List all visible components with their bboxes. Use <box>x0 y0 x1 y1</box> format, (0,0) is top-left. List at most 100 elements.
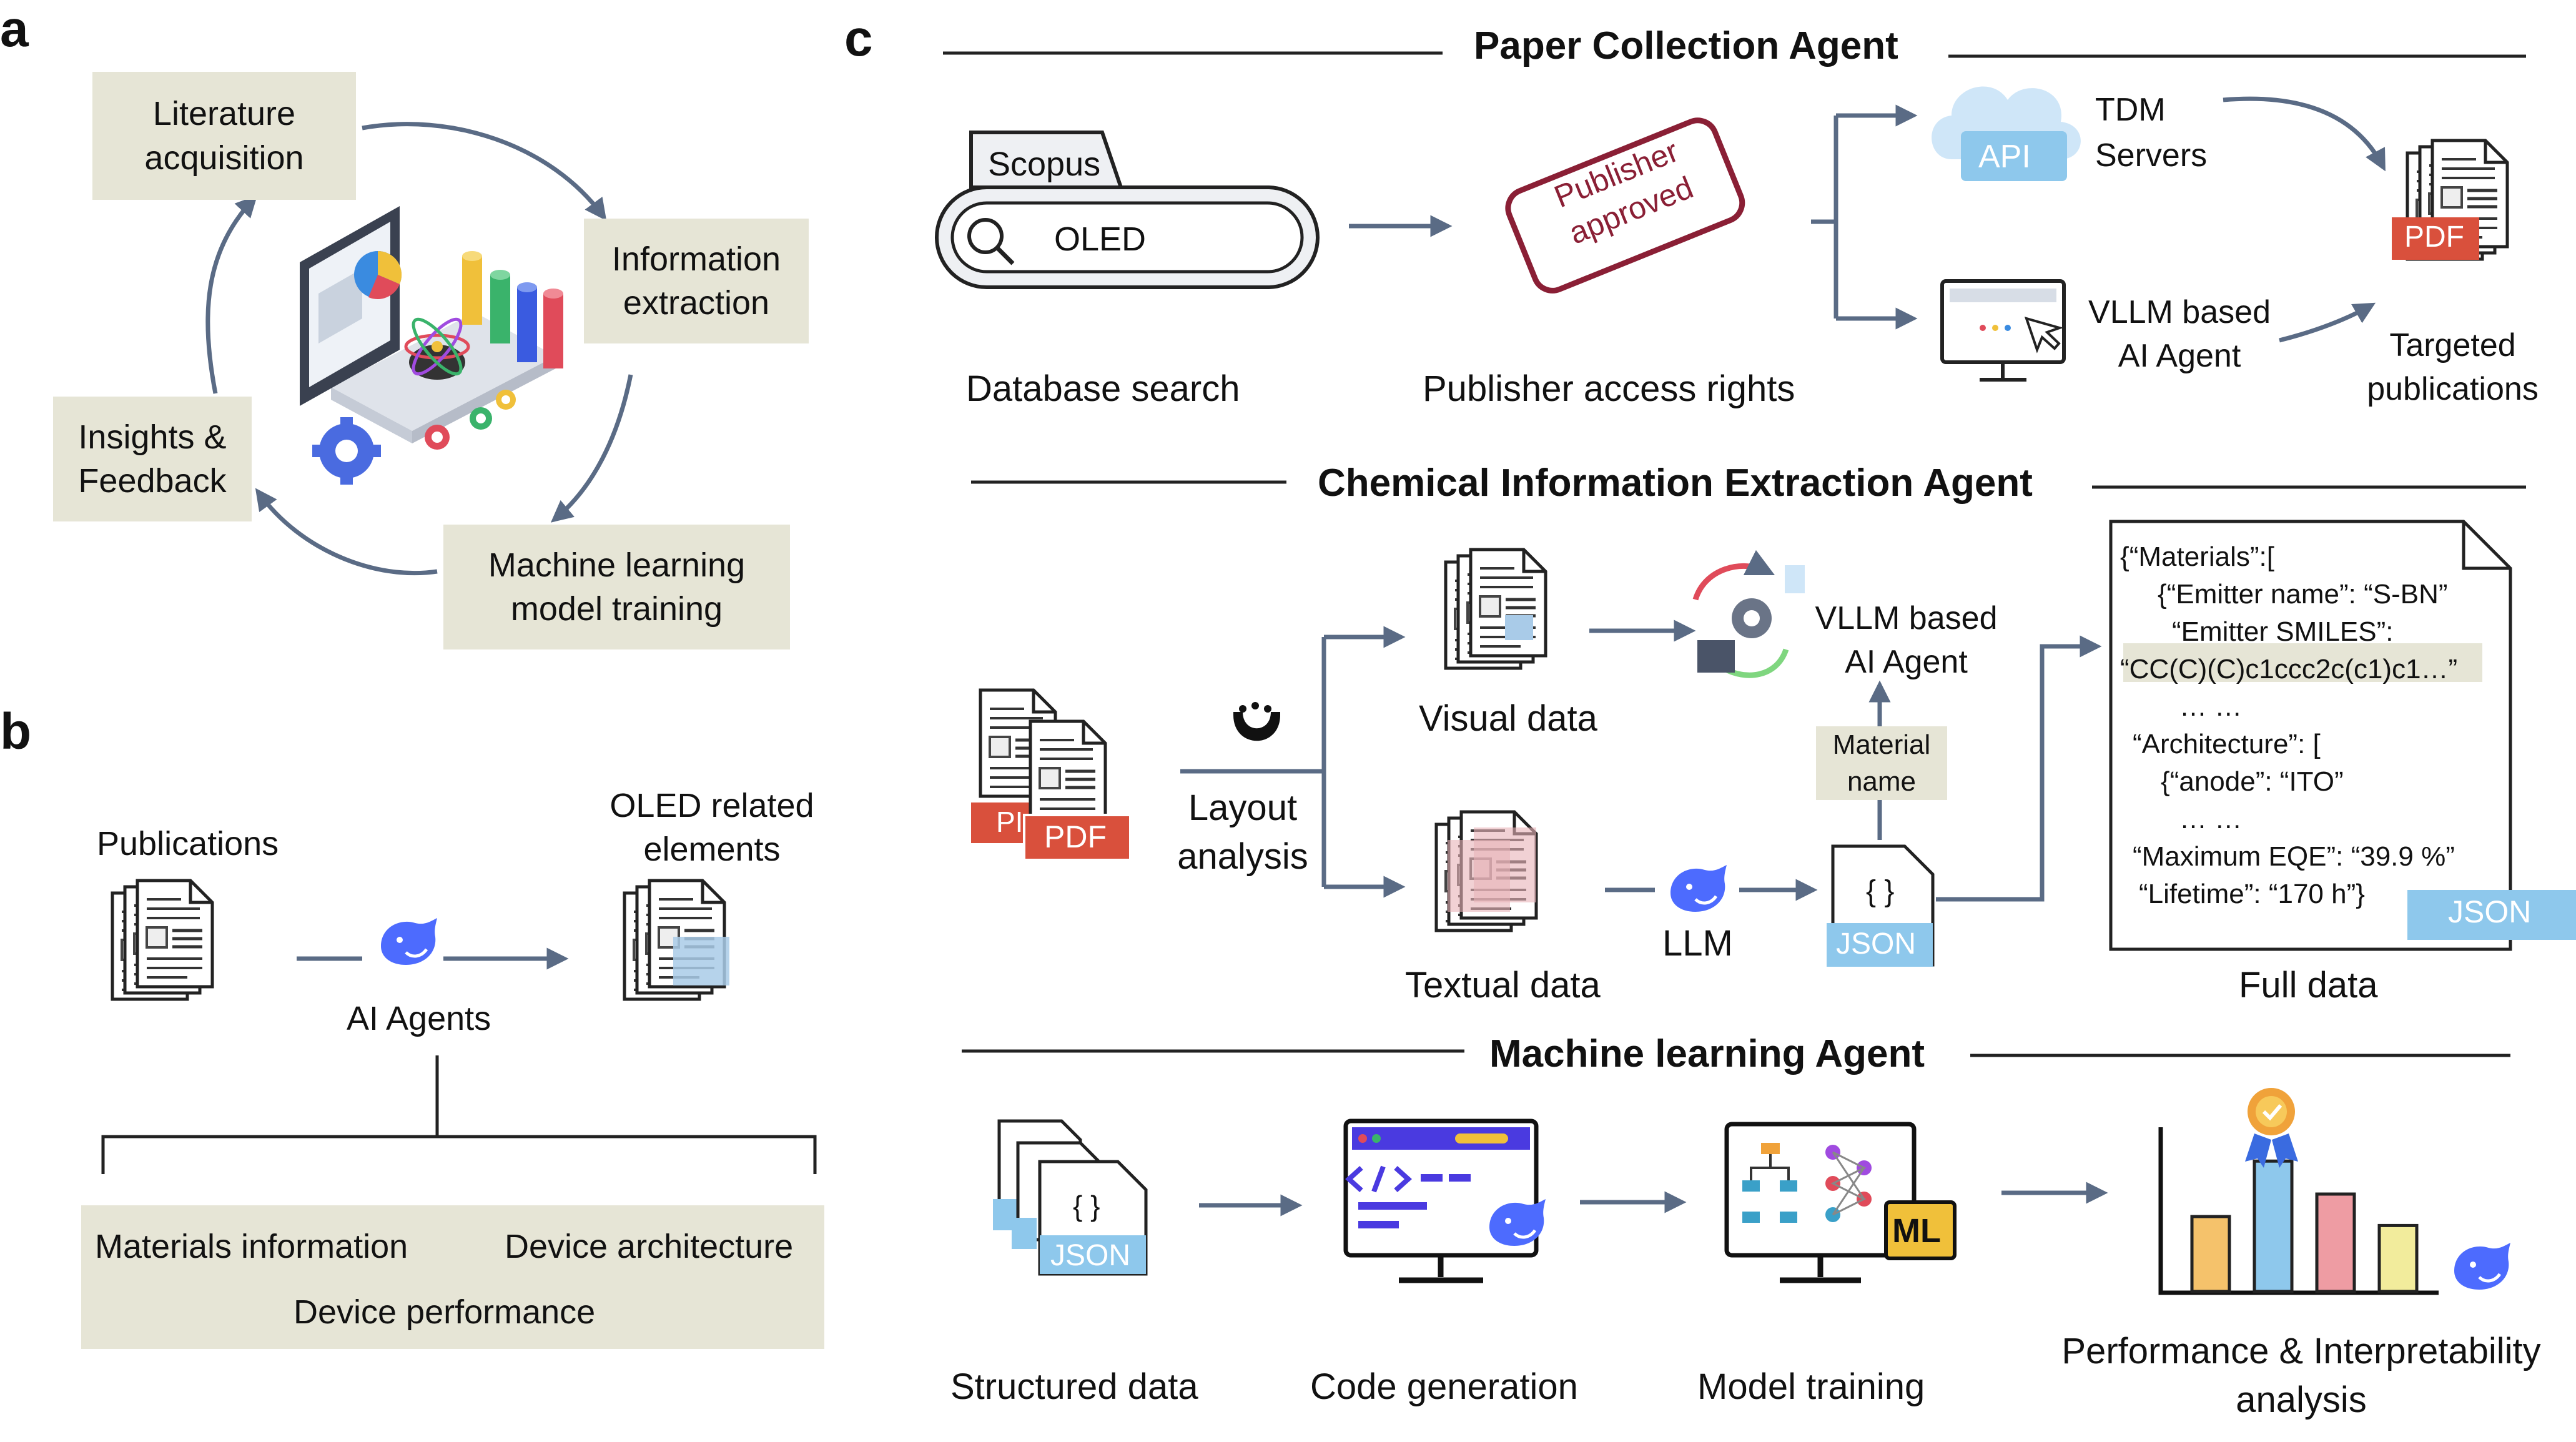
insights-feedback-box: Insights &Feedback <box>53 397 252 521</box>
deepseek-icon <box>2454 1243 2510 1290</box>
json-line-4: “CC(C)(C)c1ccc2c(c1)c1…” <box>2120 654 2458 684</box>
award-medal-icon <box>2245 1088 2298 1168</box>
ai-agents-label: AI Agents <box>347 1000 491 1037</box>
structured-data-icon <box>993 1119 1148 1276</box>
box-line: Feedback <box>78 462 227 500</box>
tdm-servers-label: TDM Servers <box>2095 87 2207 179</box>
paper-collection-row <box>935 51 2526 382</box>
label-line: Performance & Interpretability <box>2061 1331 2541 1371</box>
oled-elements-icon <box>624 881 729 999</box>
cycle-arrow-3 <box>255 488 438 576</box>
textual-data-label: Textual data <box>1405 965 1601 1005</box>
json-line-9: “Maximum EQE”: “39.9 %” <box>2133 841 2455 872</box>
structured-data-label: Structured data <box>950 1366 1198 1407</box>
json-small-tag: JSON <box>1836 927 1917 961</box>
label-line: publications <box>2367 371 2539 408</box>
model-training-icon <box>1724 1122 1957 1283</box>
label-line: VLLM based <box>2088 294 2271 330</box>
label-line: VLLM based <box>1815 600 1998 636</box>
cycle-arrow-4 <box>205 195 258 394</box>
box-line: Material <box>1832 729 1931 760</box>
json-line-1: {“Materials”:[ <box>2120 541 2274 572</box>
publications-icon <box>112 881 212 999</box>
box-line: Information <box>611 240 781 278</box>
material-name-box: Material name <box>1816 726 1947 800</box>
box-line: name <box>1847 766 1917 797</box>
label-line: elements <box>643 831 781 869</box>
database-search-label: Database search <box>966 368 1240 409</box>
input-pdfs-icon <box>971 690 1132 861</box>
performance-chart-icon <box>2158 1088 2510 1295</box>
information-extraction-box: Information extraction <box>584 219 809 343</box>
llm-label: LLM <box>1662 923 1733 964</box>
publisher-access-label: Publisher access rights <box>1423 368 1795 409</box>
pdf-tag-front: PDF <box>1044 819 1107 854</box>
json-line-7: {“anode”: “ITO” <box>2161 766 2344 797</box>
deepseek-icon <box>1670 865 1727 912</box>
cloud-icon <box>1932 86 2081 181</box>
targeted-publications-icon <box>2392 141 2507 260</box>
performance-bar <box>2190 1215 2231 1293</box>
label-line: Targeted <box>2389 327 2516 363</box>
box-line: extraction <box>623 284 770 322</box>
targeted-publications-label: Targeted publications <box>2345 323 2560 411</box>
device-architecture-label: Device architecture <box>505 1228 794 1265</box>
ml-agent-title: Machine learning Agent <box>1489 1032 1925 1075</box>
scopus-search-icon <box>935 131 1320 289</box>
device-performance-label: Device performance <box>294 1293 596 1331</box>
arrow-tdm-to-pdf <box>2223 96 2386 172</box>
json-braces-struct: { } <box>1073 1190 1100 1222</box>
pdf-tag: PDF <box>2404 220 2464 254</box>
json-line-5: … … <box>2179 691 2243 722</box>
chemical-extraction-row <box>971 480 2576 967</box>
box-line: Machine learning <box>488 546 746 584</box>
layout-analysis-label: Layout analysis <box>1162 784 1324 882</box>
label-line: OLED related <box>609 787 814 824</box>
json-file-icon <box>1827 844 1935 967</box>
cycle-arrow-2 <box>550 374 633 523</box>
ml-badge: ML <box>1892 1212 1941 1250</box>
label-line: AI Agent <box>2118 338 2241 375</box>
box-line: model training <box>510 590 723 628</box>
textual-data-icon <box>1436 812 1536 931</box>
cycle-arrow-1 <box>362 122 607 221</box>
json-line-10: “Lifetime”: “170 h”} <box>2139 879 2365 909</box>
json-struct-tag: JSON <box>1050 1239 1131 1272</box>
vllm-agent-label-2: VLLM based AI Agent <box>1799 596 2014 684</box>
json-braces: { } <box>1866 875 1895 908</box>
label-line: Layout <box>1188 788 1298 828</box>
panel-label-b: b <box>0 703 32 760</box>
paper-collection-title: Paper Collection Agent <box>1474 24 1898 67</box>
oled-elements-box: Materials information Device architectur… <box>81 1205 824 1349</box>
panel-a <box>205 122 633 576</box>
api-label: API <box>1978 139 2031 175</box>
panel-b <box>101 881 817 1174</box>
vllm-agent-icon <box>1692 550 1805 678</box>
full-data-doc <box>2109 520 2576 951</box>
box-line: Literature <box>152 95 296 133</box>
performance-bar <box>2253 1159 2294 1293</box>
performance-bar <box>2377 1223 2419 1293</box>
panel-label-c: c <box>844 10 873 67</box>
label-line: AI Agent <box>1845 644 1968 681</box>
full-data-label: Full data <box>2239 965 2378 1005</box>
search-query[interactable]: OLED <box>1054 220 1147 258</box>
label-line: analysis <box>1177 836 1308 877</box>
model-training-label: Model training <box>1697 1366 1925 1407</box>
publications-label: Publications <box>97 825 279 862</box>
json-tag: JSON <box>2448 894 2532 929</box>
vllm-agent-label-1: VLLM based AI Agent <box>2073 290 2286 378</box>
code-generation-label: Code generation <box>1310 1366 1578 1407</box>
pdf-tag-back: PI <box>996 806 1024 838</box>
scopus-label: Scopus <box>988 146 1101 183</box>
label-line: Servers <box>2095 137 2208 174</box>
arrow-to-full-data <box>1936 635 2102 902</box>
oled-elements-label: OLED related elements <box>593 784 831 871</box>
label-line: TDM <box>2095 92 2166 128</box>
branch-lines <box>1811 113 1908 321</box>
panel-label-a: a <box>0 1 29 57</box>
label-line: analysis <box>2236 1380 2367 1421</box>
